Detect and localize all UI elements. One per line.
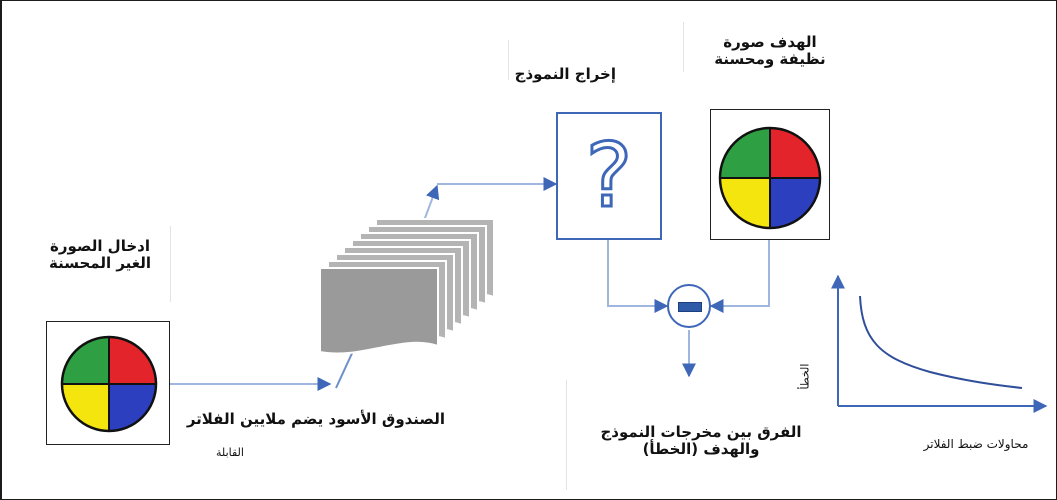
target-label-line-2: نظيفة ومحسنة: [714, 50, 826, 68]
question-mark-icon: ?: [584, 124, 634, 227]
model-label-guide: [508, 40, 509, 80]
input-label-guide: [20, 226, 171, 302]
diff-label-guide: [566, 380, 567, 490]
difference-label-line-1: الفرق بين مخرجات النموذج: [600, 423, 802, 441]
target-image-box: [710, 109, 830, 240]
model-to-diff-arrow: [607, 240, 669, 313]
target-label: الهدف صورة نظيفة ومحسنة: [700, 34, 840, 68]
input-label-line-2: الغير المحسنة: [48, 254, 152, 272]
input-image-box: [46, 321, 170, 445]
error-chart: [831, 274, 1048, 413]
target-label-guide: [683, 22, 834, 72]
difference-node: [667, 284, 711, 328]
target-to-diff-arrow: [709, 240, 770, 313]
input-color-disc: [60, 335, 158, 433]
filter-sheet: [319, 267, 439, 355]
minus-icon: [678, 302, 702, 312]
target-color-disc: [718, 126, 822, 230]
black-box-label: الصندوق الأسود يضم ملايين الفلاتر: [186, 410, 445, 428]
chart-x-axis-label: محاولات ضبط الفلاتر: [923, 437, 1029, 451]
input-label: ادخال الصورة الغير المحسنة: [30, 238, 170, 272]
error-curve: [859, 295, 1023, 389]
black-box-filters: [319, 218, 495, 355]
input-label-line-1: ادخال الصورة: [50, 237, 150, 255]
difference-label-line-2: والهدف (الخطأ): [642, 440, 760, 458]
difference-label: الفرق بين مخرجات النموذج والهدف (الخطأ): [586, 424, 816, 458]
model-output-label: إخراج النموذج: [514, 65, 616, 83]
chart-y-axis-label: الخطأ: [798, 363, 812, 390]
target-label-line-1: الهدف صورة: [723, 33, 817, 51]
black-box-sublabel: القابلة: [216, 446, 244, 459]
model-output-box: ?: [556, 112, 662, 240]
